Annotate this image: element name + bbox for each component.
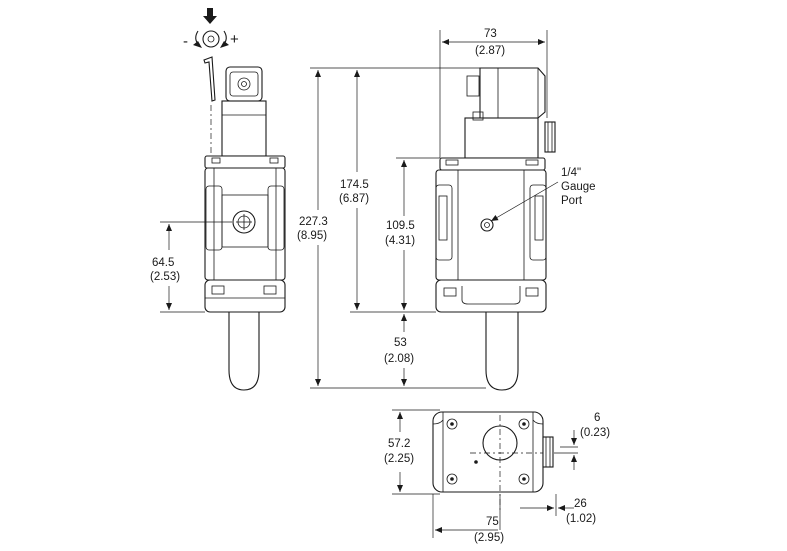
dim-offset-small-inch: (0.23) xyxy=(580,427,610,439)
dim-height-side-inch: (2.53) xyxy=(150,271,180,283)
dim-width-top: 73 (2.87) xyxy=(439,28,548,158)
dim-offset-conn-mm: 26 xyxy=(574,498,587,510)
dim-height-bowl-inch: (2.08) xyxy=(384,353,414,365)
dim-height-total-mm: 227.3 xyxy=(299,216,328,228)
gauge-port-side xyxy=(480,218,494,232)
dim-depth-base-mm: 57.2 xyxy=(388,438,410,450)
dim-height-bowl: 53 (2.08) xyxy=(384,314,414,386)
dim-height-port: 109.5 (4.31) xyxy=(385,157,440,310)
dim-width-top-inch: (2.87) xyxy=(475,45,505,57)
front-view xyxy=(203,56,286,391)
dim-offset-conn-inch: (1.02) xyxy=(566,513,596,525)
minus-sign: - xyxy=(183,33,188,50)
gauge-port-callout: 1/4" Gauge Port xyxy=(490,167,596,222)
plus-sign: + xyxy=(230,31,239,48)
dim-width-base-inch: (2.95) xyxy=(474,532,504,544)
dim-height-side-mm: 64.5 xyxy=(152,257,174,269)
down-arrow-icon xyxy=(203,8,217,24)
base-view xyxy=(432,411,560,510)
callout-size: 1/4" xyxy=(561,167,581,179)
callout-port: Port xyxy=(561,195,583,207)
side-view xyxy=(435,67,556,391)
dim-height-body: 174.5 (6.87) xyxy=(339,70,436,313)
dim-width-base-mm: 75 xyxy=(486,516,499,528)
dim-height-body-mm: 174.5 xyxy=(340,179,369,191)
dim-height-port-mm: 109.5 xyxy=(386,220,415,232)
dim-width-base: 75 (2.95) xyxy=(432,494,504,544)
dim-offset-small-mm: 6 xyxy=(594,412,600,424)
callout-gauge: Gauge xyxy=(561,181,596,193)
dim-height-total-inch: (8.95) xyxy=(297,230,327,242)
dim-depth-base-inch: (2.25) xyxy=(384,453,414,465)
adjustment-symbol: - + xyxy=(183,8,239,50)
dim-offset-conn: 26 (1.02) xyxy=(520,494,596,525)
dim-height-side: 64.5 (2.53) xyxy=(150,221,232,313)
knob-icon xyxy=(202,30,220,48)
dim-height-body-inch: (6.87) xyxy=(339,193,369,205)
dim-height-total: 227.3 (8.95) xyxy=(297,67,486,389)
dim-height-bowl-mm: 53 xyxy=(394,337,407,349)
dim-depth-base: 57.2 (2.25) xyxy=(384,409,440,495)
hex-key-icon xyxy=(203,56,216,102)
dim-height-port-inch: (4.31) xyxy=(385,235,415,247)
dim-width-top-mm: 73 xyxy=(484,28,497,40)
dim-offset-small: 6 (0.23) xyxy=(560,412,610,470)
